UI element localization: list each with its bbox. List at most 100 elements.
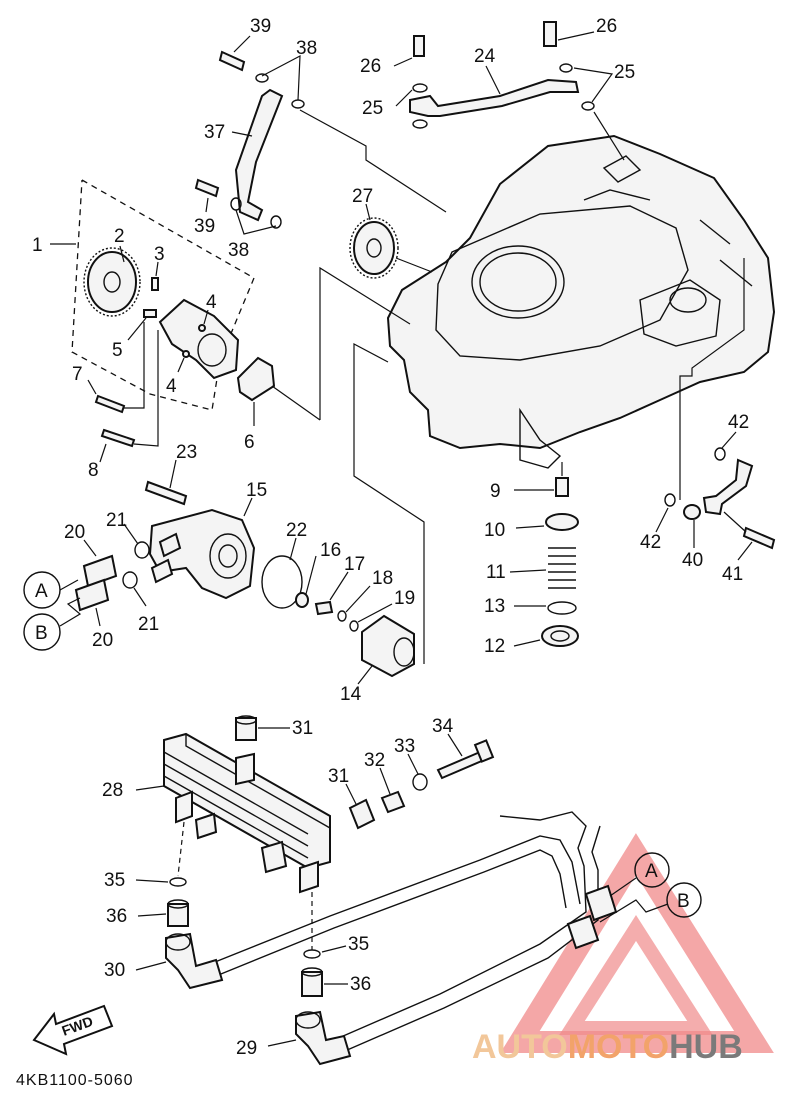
union-20b	[74, 578, 110, 612]
hose-fitting-29	[295, 1010, 352, 1066]
drain-plug-12	[541, 625, 579, 647]
o-ring-13	[547, 601, 577, 615]
callout-4a: 4	[206, 292, 217, 313]
callout-30: 30	[104, 960, 125, 981]
oil-delivery-pipe	[234, 88, 284, 222]
oil-pump-dashed-box	[71, 179, 255, 411]
callout-15: 15	[246, 480, 267, 501]
callout-27: 27	[352, 186, 373, 207]
cooler-port-lower-right	[299, 860, 319, 894]
callout-26b: 26	[596, 16, 617, 37]
forward-arrow: FWD	[32, 1004, 114, 1056]
fwd-arrow-icon	[32, 1004, 114, 1056]
connector-a-lower-label: A	[645, 861, 658, 882]
leader-14	[357, 665, 373, 685]
callout-22: 22	[286, 520, 307, 541]
oil-filter-14-cap	[393, 637, 415, 667]
leader-25a	[395, 89, 413, 107]
gear-27	[353, 221, 395, 275]
hose-fitting-30	[165, 932, 224, 990]
grommet-31b	[348, 798, 376, 830]
route-8	[133, 330, 159, 447]
route-6b	[319, 266, 411, 420]
pump-gear-body	[87, 251, 137, 313]
route-35a	[177, 821, 185, 877]
bracket-40-end	[683, 504, 701, 520]
hose-fitting-b	[566, 914, 600, 950]
leader-15	[243, 497, 253, 517]
callout-10: 10	[484, 520, 505, 541]
crankcase-ribs	[583, 189, 753, 287]
callout-39b: 39	[194, 216, 215, 237]
gear-27-group: 27	[349, 186, 433, 279]
callout-6: 6	[244, 432, 255, 453]
connector-b-lower-leader	[599, 899, 669, 923]
washer-25b-2	[581, 101, 595, 111]
leader-2	[119, 245, 125, 263]
spring-17	[314, 600, 334, 616]
o-ring-35b	[303, 949, 321, 959]
grommet-31a	[235, 717, 257, 741]
route-41	[723, 511, 747, 533]
oil-filter-14	[361, 614, 415, 678]
cylinder-bore-inner	[479, 252, 557, 312]
leader-8	[99, 443, 107, 463]
callout-25b: 25	[614, 62, 635, 83]
callout-16: 16	[320, 540, 341, 561]
leader-29	[267, 1039, 297, 1047]
leader-4b	[177, 357, 185, 373]
connector-a-leader	[59, 579, 79, 591]
callout-2: 2	[114, 226, 125, 247]
callout-20a: 20	[64, 522, 85, 543]
callout-1: 1	[32, 235, 43, 256]
callout-25a: 25	[362, 98, 383, 119]
callout-14: 14	[340, 684, 362, 705]
leader-22	[289, 537, 297, 561]
callout-39a: 39	[250, 16, 271, 37]
callout-29: 29	[236, 1038, 257, 1059]
oil-pump-gear	[83, 247, 141, 317]
callout-7: 7	[72, 364, 83, 385]
drain-boss	[519, 407, 562, 469]
washer-25a-1	[412, 83, 428, 93]
leader-42a	[721, 431, 737, 449]
bushing-36b-top	[301, 967, 323, 977]
strainer-10	[545, 513, 579, 531]
route-40	[679, 258, 745, 500]
callout-17: 17	[344, 554, 365, 575]
hose-fitting-30-nut	[165, 933, 191, 951]
cooler-port-lower-left	[175, 790, 193, 824]
washer-42a	[714, 447, 726, 461]
route-7	[124, 322, 145, 409]
leader-19	[357, 603, 393, 623]
leader-20b	[95, 607, 101, 627]
bolt-7	[94, 394, 126, 414]
connector-a-lower-circle	[634, 852, 670, 888]
route-37	[299, 109, 447, 213]
callout-11: 11	[486, 562, 506, 583]
oil-pipe-24	[409, 78, 580, 117]
route-27	[395, 257, 433, 273]
hose-bracket-group: 42 40 42 41	[640, 258, 776, 585]
connector-b-leader	[59, 597, 82, 627]
callout-34: 34	[432, 716, 454, 737]
callout-36a: 36	[106, 906, 127, 927]
connector-b-lower-label: B	[677, 891, 690, 912]
washer-38a-1	[255, 73, 269, 83]
bushing-36a	[167, 903, 189, 927]
callout-4b: 4	[166, 376, 177, 397]
callout-37: 37	[204, 122, 225, 143]
pump-body-rotor	[197, 333, 227, 367]
grommet-31a-top	[235, 715, 257, 725]
callout-8: 8	[88, 460, 99, 481]
callout-19: 19	[394, 588, 415, 609]
o-ring-35a	[169, 877, 187, 887]
callout-35b: 35	[348, 934, 369, 955]
leader-35a	[135, 879, 169, 883]
connector-b-lower-circle	[666, 882, 702, 918]
leader-18	[345, 585, 371, 613]
leader-21b	[133, 587, 147, 607]
circlip-19	[349, 620, 359, 632]
callout-36b: 36	[350, 974, 371, 995]
gasket-6	[236, 356, 276, 402]
